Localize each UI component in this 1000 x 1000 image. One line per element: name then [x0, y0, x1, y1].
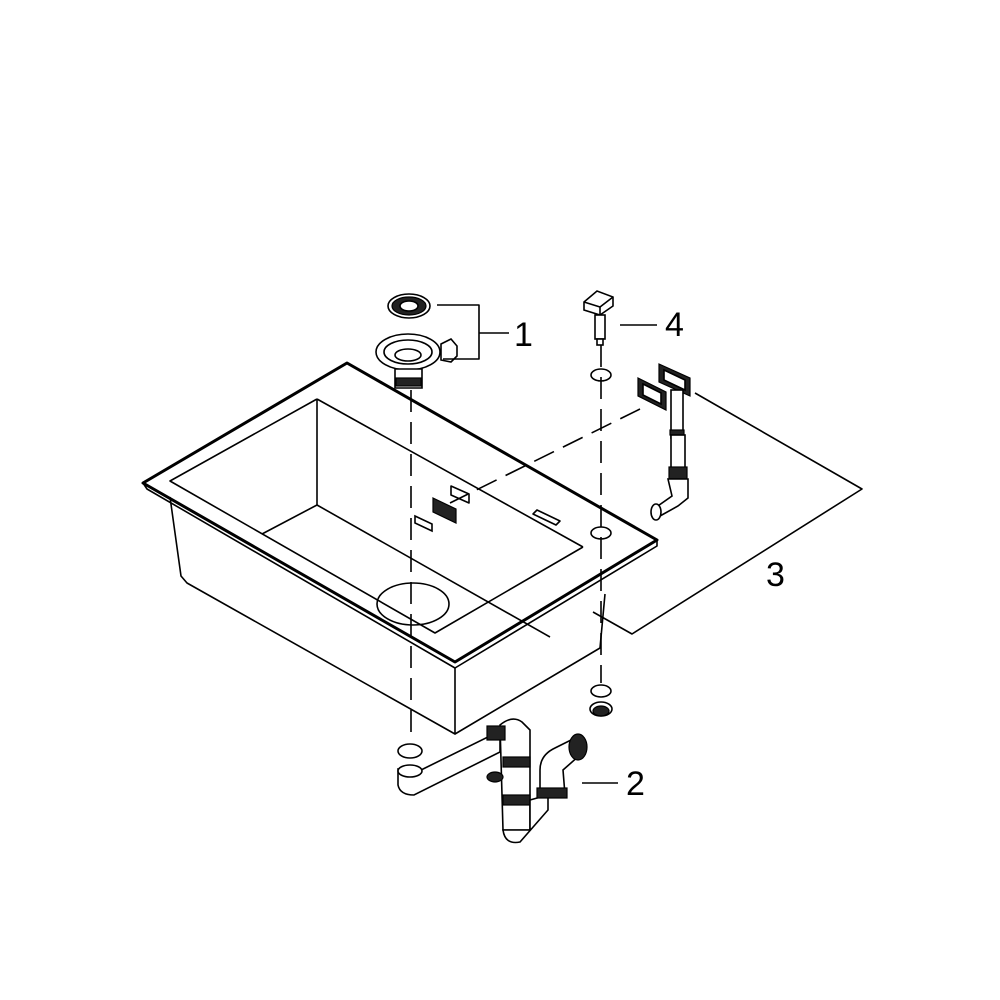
callout-4: 4	[665, 306, 684, 344]
popup-button	[583, 290, 657, 717]
callout-2: 2	[626, 765, 645, 803]
callout-1: 1	[514, 316, 533, 354]
sink-body	[141, 361, 659, 735]
siphon-trap	[397, 718, 618, 844]
strainer-basket	[375, 293, 509, 389]
callout-3: 3	[766, 556, 785, 594]
overflow-assembly	[414, 363, 863, 635]
